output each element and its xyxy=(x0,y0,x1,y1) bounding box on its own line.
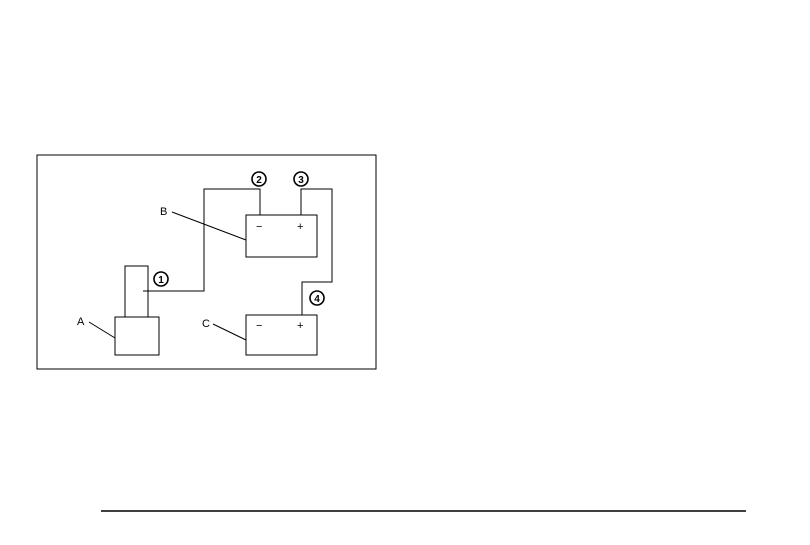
figure-frame xyxy=(36,154,377,370)
cable-1-path xyxy=(143,188,261,292)
callout-2: 2 xyxy=(251,171,267,187)
label-b: B xyxy=(160,206,167,218)
battery-b xyxy=(245,214,318,258)
leader-line-c xyxy=(212,323,247,341)
label-c: C xyxy=(202,318,210,330)
callout-1: 1 xyxy=(153,271,169,287)
leader-line-a xyxy=(88,321,116,339)
battery-c xyxy=(245,314,318,356)
callout-2-number: 2 xyxy=(256,175,262,186)
callout-3-number: 3 xyxy=(298,175,304,186)
battery-b-negative-sign: − xyxy=(256,221,262,233)
battery-c-negative-sign: − xyxy=(256,320,262,332)
leader-line-b xyxy=(171,211,247,241)
component-a-base xyxy=(114,316,160,356)
battery-b-positive-sign: + xyxy=(297,221,303,233)
callout-1-number: 1 xyxy=(158,275,164,286)
cable-3-path xyxy=(300,188,333,315)
callout-3: 3 xyxy=(293,171,309,187)
label-a: A xyxy=(77,316,85,328)
battery-c-positive-sign: + xyxy=(297,320,303,332)
callout-4: 4 xyxy=(309,290,325,306)
callout-4-number: 4 xyxy=(314,294,320,305)
